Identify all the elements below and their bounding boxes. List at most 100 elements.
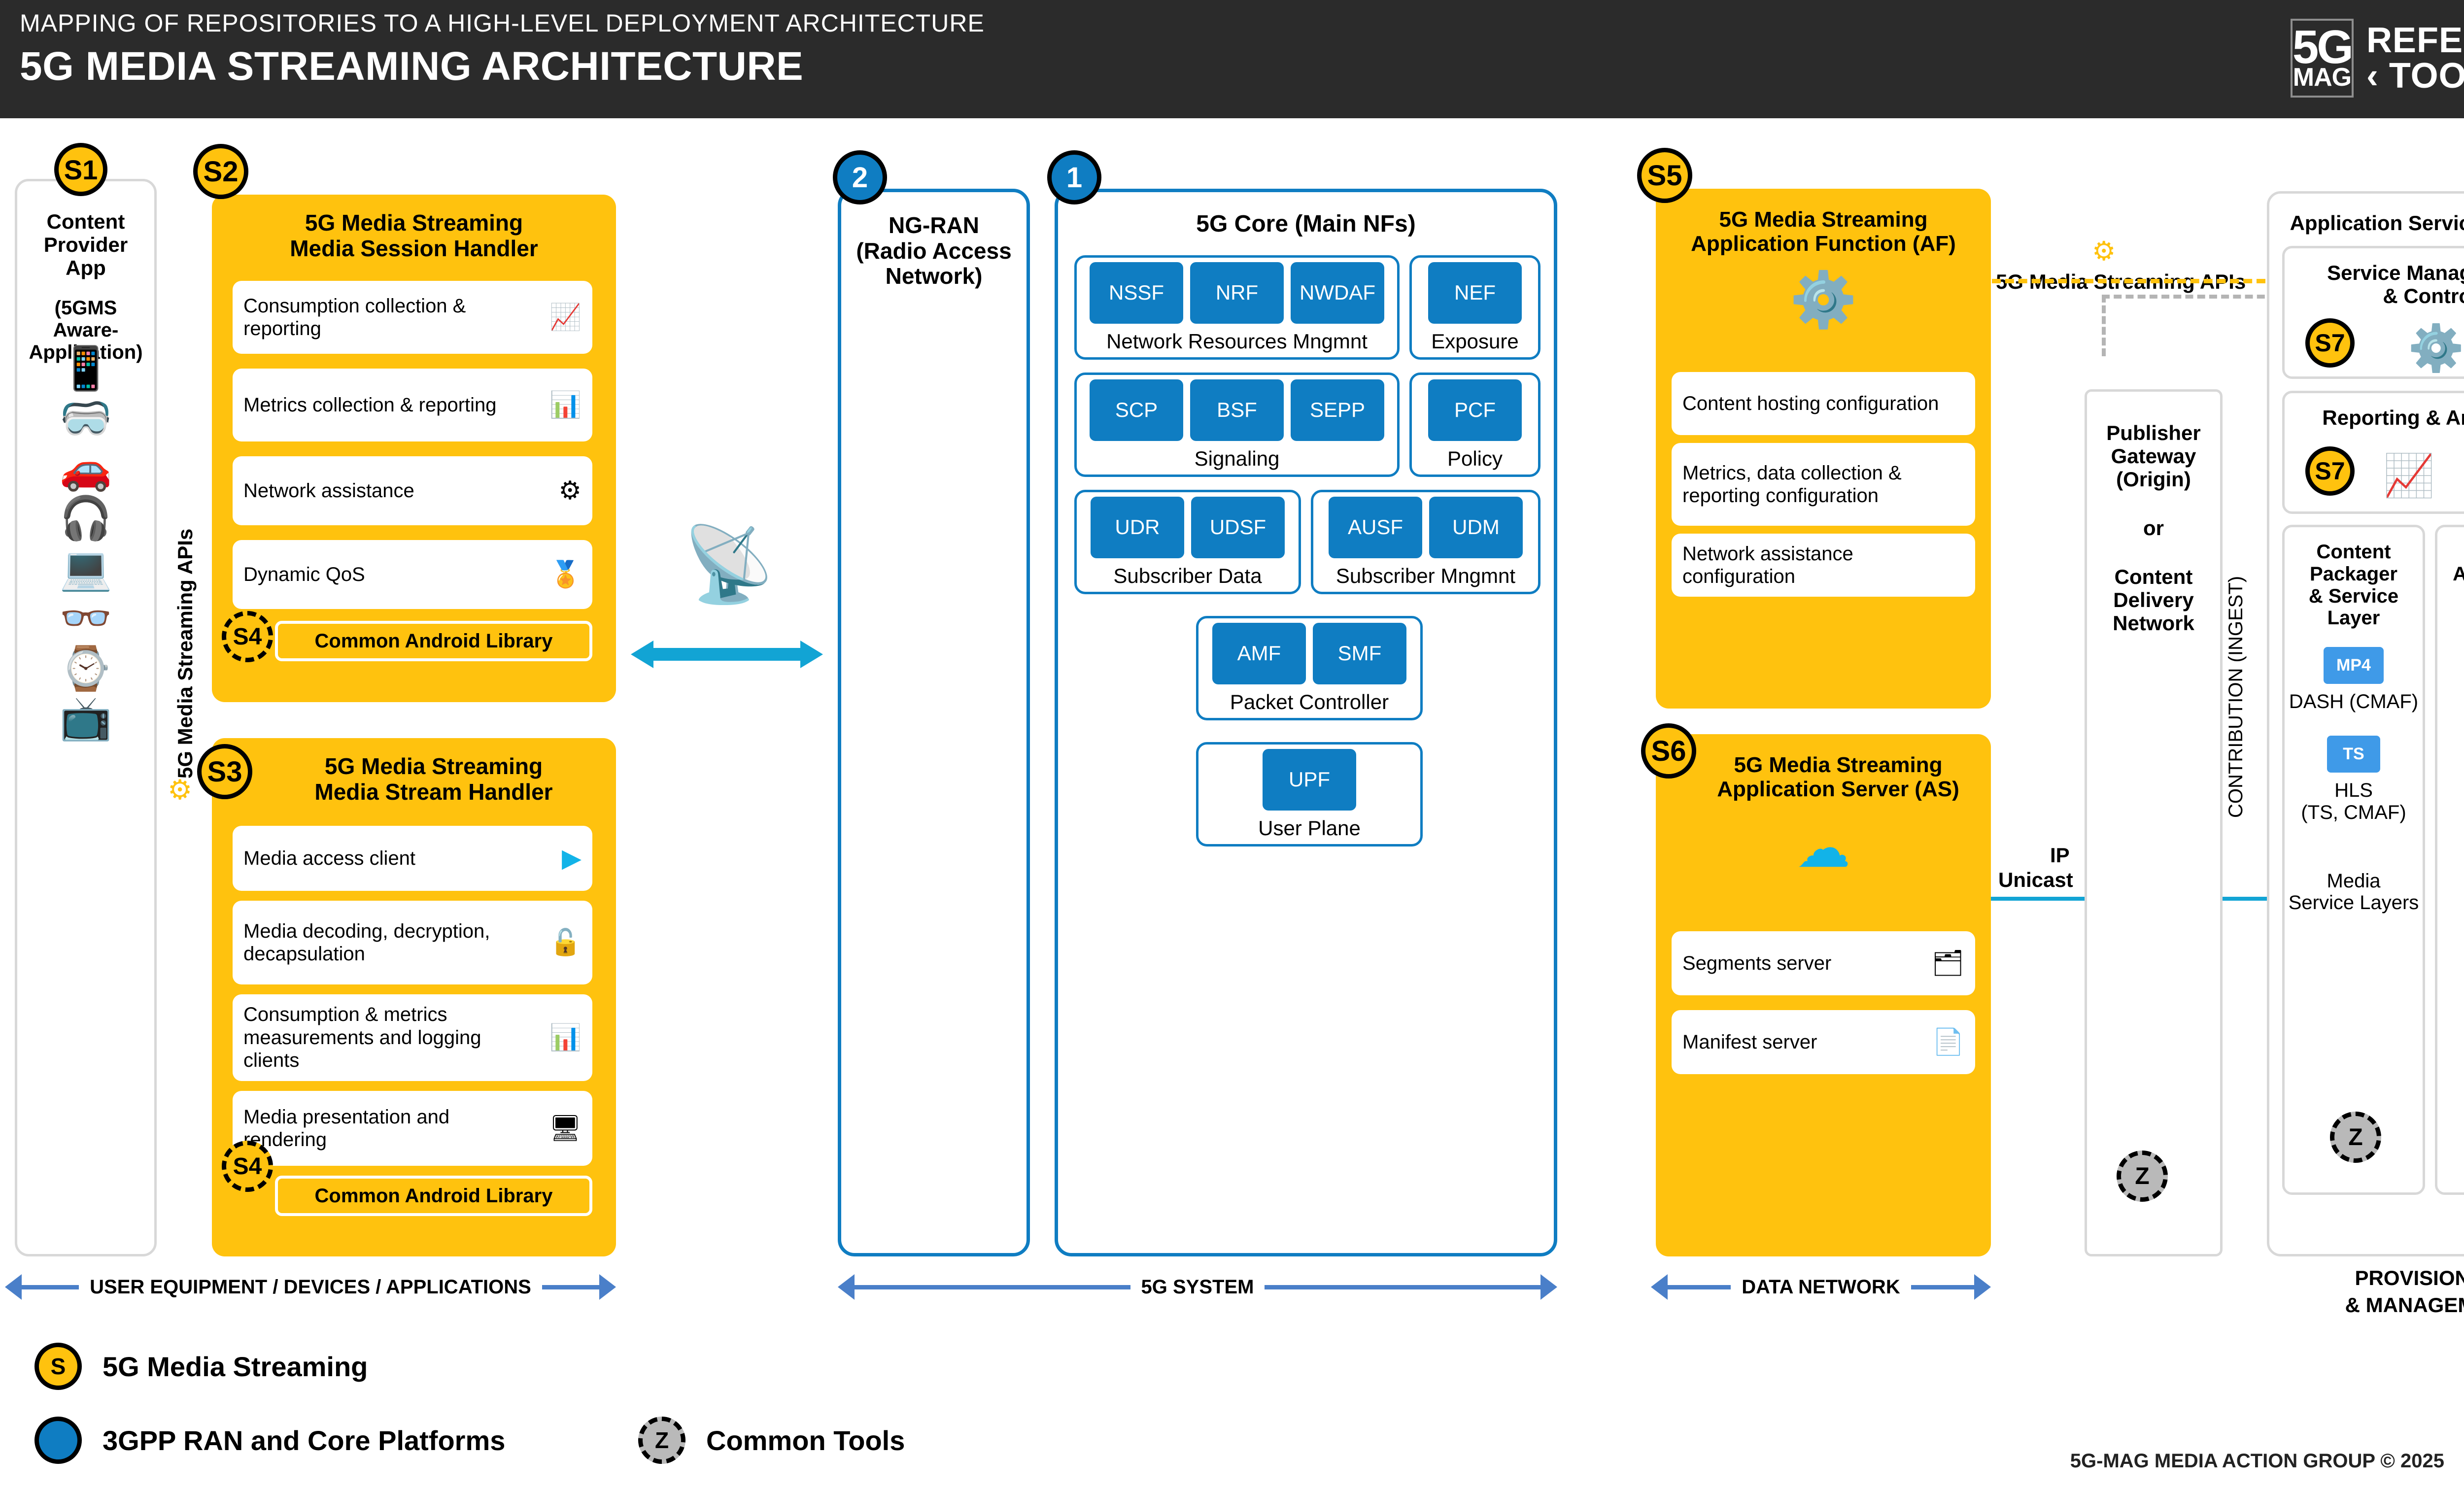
ue-to-ran-arrow [631, 641, 823, 668]
core-group-subscriber-mngmnt-nfs: AUSF UDM [1329, 496, 1523, 558]
nf-nssf[interactable]: NSSF [1090, 262, 1183, 324]
packager-format1-label: DASH (CMAF) [2289, 691, 2419, 713]
s3-item-media-decoding[interactable]: Media decoding, decryption, decapsulatio… [233, 901, 592, 984]
ip-unicast-label-line1: IP [2050, 844, 2070, 867]
brand-tools-text: ‹ TOOLS /› [2366, 56, 2464, 96]
nf-nrf[interactable]: NRF [1190, 262, 1284, 324]
panel-media-session-handler: 5G Media Streaming Media Session Handler… [212, 195, 616, 702]
nf-nef[interactable]: NEF [1428, 262, 1522, 324]
packager-title-l2: Packager [2310, 563, 2397, 585]
card-service-management-title-l2: & Control [2383, 284, 2464, 308]
page-title: 5G MEDIA STREAMING ARCHITECTURE [20, 44, 804, 89]
core-group-packet-controller-caption: Packet Controller [1230, 690, 1389, 713]
binary-unlock-icon: 🔓 [549, 928, 582, 957]
brand-reference-text: REFERENCE [2366, 21, 2464, 60]
publisher-or: or [2143, 516, 2164, 540]
nf-upf[interactable]: UPF [1263, 748, 1356, 811]
asp-title: Application Service Provider [2290, 211, 2464, 235]
nf-udr[interactable]: UDR [1091, 496, 1184, 558]
s3-item-media-decoding-label: Media decoding, decryption, decapsulatio… [243, 920, 490, 965]
nf-nwdaf[interactable]: NWDAF [1291, 262, 1384, 324]
publisher-title-line3: (Origin) [2116, 468, 2191, 491]
gears-hand-icon: ⚙ [558, 476, 582, 505]
badge-s7-service-management: S7 [2305, 318, 2355, 368]
s6-item-manifest-server[interactable]: Manifest server 📄 [1672, 1010, 1975, 1074]
s2-common-android-library[interactable]: Common Android Library [275, 621, 592, 661]
brand-logo: 5G MAG REFERENCE ‹ TOOLS /› [2290, 19, 2464, 98]
legend-row-common-tools: Z Common Tools [638, 1417, 905, 1464]
s3-item-media-access[interactable]: Media access client ▶ [233, 826, 592, 891]
s5-item-content-hosting[interactable]: Content hosting configuration [1672, 372, 1975, 435]
s5-item-content-hosting-label: Content hosting configuration [1682, 392, 1939, 414]
s2-item-metrics[interactable]: Metrics collection & reporting 📊 [233, 369, 592, 441]
header-subtitle: MAPPING OF REPOSITORIES TO A HIGH-LEVEL … [20, 9, 985, 37]
panel-application-function: 5G Media Streaming Application Function … [1656, 189, 1991, 709]
logo-5g-text: 5G [2292, 21, 2354, 74]
s6-item-segments-server-label: Segments server [1682, 952, 1832, 974]
s5-item-metrics-config[interactable]: Metrics, data collection & reporting con… [1672, 443, 1975, 526]
s6-item-segments-server[interactable]: Segments server 🗂 [1672, 931, 1975, 995]
api-dashed-connector [1992, 279, 2265, 283]
laptop-video-icon: 💻 [59, 544, 112, 592]
core-group-user-plane: UPF User Plane [1196, 742, 1423, 847]
s2-common-android-library-label: Common Android Library [314, 630, 553, 652]
s1-sub-line2: Aware- [53, 319, 119, 341]
capp-title-l3: Provider [2437, 585, 2464, 608]
s6-item-manifest-server-label: Manifest server [1682, 1031, 1817, 1053]
footer-datanetwork-label: DATA NETWORK [1742, 1276, 1900, 1298]
publisher-title-line4: Content [2114, 565, 2193, 589]
logo-mag-text: MAG [2293, 63, 2352, 92]
s2-item-network-assistance[interactable]: Network assistance ⚙ [233, 456, 592, 525]
s3-title-line1: 5G Media Streaming [324, 753, 543, 779]
core-group-signaling-caption: Signaling [1194, 446, 1280, 470]
s5-item-network-assistance-config[interactable]: Network assistance configuration [1672, 534, 1975, 597]
s3-item-media-presentation[interactable]: Media presentation and rendering 🖥 [233, 1091, 592, 1166]
legend-icon-5g-media-streaming: S [34, 1343, 82, 1390]
s3-item-consumption-metrics[interactable]: Consumption & metrics measurements and l… [233, 994, 592, 1081]
card-service-management: Service Management & Control S7 ⚙️ [2282, 246, 2464, 379]
panel-application-service-provider: Application Service Provider Service Man… [2267, 191, 2464, 1256]
card-reporting-analytics: Reporting & Analytics S7 📈 📊 [2282, 391, 2464, 514]
capp-title-l1: Content [2437, 541, 2464, 563]
card-content-application-provider: Content Application Provider 〰 ▶ 👤 Video… [2435, 525, 2464, 1195]
core-title: 5G Core (Main NFs) [1196, 211, 1416, 237]
nf-pcf[interactable]: PCF [1428, 379, 1522, 441]
badge-z-packager-label: Z [2348, 1124, 2363, 1151]
nf-bsf[interactable]: BSF [1190, 379, 1284, 441]
capp-type-audio: Audio [2437, 770, 2464, 804]
capp-type-radio: Radio [2437, 837, 2464, 871]
badge-s6: S6 [1641, 723, 1696, 779]
nf-ausf[interactable]: AUSF [1329, 496, 1422, 558]
nf-smf[interactable]: SMF [1313, 622, 1406, 684]
packager-media-l2: Service Layers [2288, 892, 2419, 914]
legend-icon-common-tools: Z [638, 1417, 685, 1464]
footer-datanetwork-arrow: DATA NETWORK [1651, 1274, 1991, 1300]
s3-common-android-library[interactable]: Common Android Library [275, 1176, 592, 1216]
badge-s4-stream: S4 [222, 1141, 273, 1192]
publisher-title-line2: Gateway [2111, 444, 2196, 468]
analytics-dashboard-icon: 📊 [2462, 451, 2464, 500]
badge-s4-stream-label: S4 [233, 1153, 262, 1180]
panel-application-server: 5G Media Streaming Application Server (A… [1656, 734, 1991, 1256]
core-group-packet-controller-nfs: AMF SMF [1212, 622, 1406, 684]
core-group-subscriber-mngmnt-caption: Subscriber Mngmnt [1335, 564, 1516, 587]
capp-type-objects: Objects [2437, 938, 2464, 972]
copyright-notice: 5G-MAG MEDIA ACTION GROUP © 2025 [2070, 1450, 2444, 1472]
badge-s2: S2 [193, 144, 248, 199]
panel-5g-core: 5G Core (Main NFs) NSSF NRF NWDAF Networ… [1055, 189, 1557, 1256]
ip-unicast-label-line2: Unicast [1998, 868, 2073, 891]
nf-sepp[interactable]: SEPP [1291, 379, 1384, 441]
smart-glasses-icon: 👓 [59, 595, 112, 643]
core-group-subscriber-mngmnt: AUSF UDM Subscriber Mngmnt [1311, 490, 1540, 594]
badge-s7-reporting: S7 [2305, 446, 2355, 496]
s2-item-consumption[interactable]: Consumption collection & reporting 📈 [233, 281, 592, 354]
badge-s3-label: S3 [207, 755, 242, 788]
nf-udsf[interactable]: UDSF [1191, 496, 1285, 558]
s2-item-dynamic-qos[interactable]: Dynamic QoS 🏅 [233, 540, 592, 609]
nf-scp[interactable]: SCP [1090, 379, 1183, 441]
nf-amf[interactable]: AMF [1212, 622, 1306, 684]
gears-config-icon: ⚙️ [1789, 269, 1857, 330]
core-group-policy-caption: Policy [1447, 446, 1503, 470]
nf-udm[interactable]: UDM [1429, 496, 1523, 558]
audio-waveform-icon: 〰 [2437, 613, 2464, 654]
